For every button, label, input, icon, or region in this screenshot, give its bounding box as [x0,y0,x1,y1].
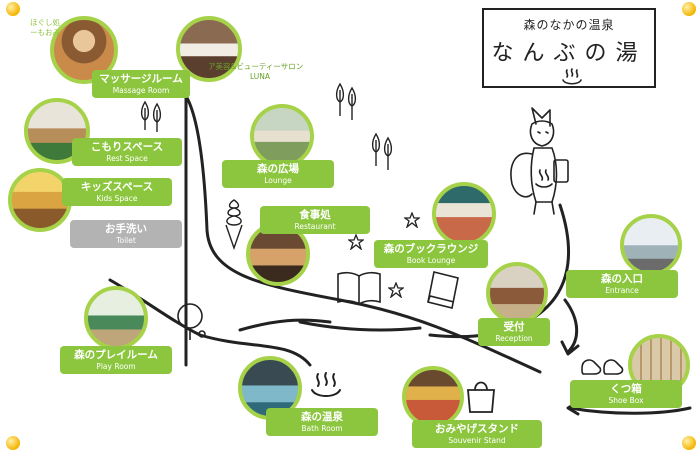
salon-line-2: LUNA [250,72,271,81]
kids-label[interactable]: キッズスペース Kids Space [62,178,172,206]
racket-icon [177,303,206,340]
shopping-bag-icon [467,381,495,413]
kids-photo[interactable] [8,168,72,232]
bath-label[interactable]: 森の温泉 Bath Room [266,408,378,436]
corner-dot [6,2,20,16]
fox-mascot-icon [510,107,569,215]
hiroba-photo[interactable] [250,104,314,168]
play-label-en: Play Room [96,362,136,371]
play-photo[interactable] [84,286,148,350]
komori-label[interactable]: こもりスペース Rest Space [72,138,182,166]
bath-label-ja: 森の温泉 [301,411,343,423]
path-middle-curve [298,320,422,332]
corner-dot [6,436,20,450]
soft-cream-icon [225,199,243,250]
hogushi-line-1: ほぐし処 [30,18,60,27]
kids-label-en: Kids Space [96,194,138,203]
play-label-ja: 森のプレイルーム [74,349,158,361]
reception-label[interactable]: 受付 Reception [478,318,550,346]
restaurant-label[interactable]: 食事処 Restaurant [260,206,370,234]
toilet-label[interactable]: お手洗い Toilet [70,220,182,248]
corner-dot [682,2,696,16]
entrance-label-en: Entrance [605,286,639,295]
reception-label-ja: 受付 [503,321,525,333]
entrance-label[interactable]: 森の入口 Entrance [566,270,678,298]
salon-annotation: ア美容&ビューティーサロン LUNA [208,62,303,82]
tree-icon [140,100,162,132]
souvenir-photo[interactable] [402,366,464,428]
star-icon [348,234,364,250]
reception-label-en: Reception [495,334,533,343]
shoebox-label-en: Shoe Box [608,396,644,405]
title-subtitle: 森のなかの温泉 [523,18,615,32]
massage-label-en: Massage Room [112,86,170,95]
shoes-icon [581,359,624,375]
restaurant-label-en: Restaurant [294,222,336,231]
souvenir-label[interactable]: おみやげスタンド Souvenir Stand [412,420,542,448]
hiroba-label-en: Lounge [264,176,292,185]
salon-line-1: ア美容&ビューティーサロン [208,62,304,71]
book-label[interactable]: 森のブックラウンジ Book Lounge [374,240,488,268]
hiroba-label-ja: 森の広場 [257,163,299,175]
toilet-label-ja: お手洗い [105,223,147,235]
tree-icon [335,82,357,120]
title-box: 森のなかの温泉 なんぶの湯 [482,8,656,88]
corner-dot [682,436,696,450]
massage-photo[interactable] [50,16,118,84]
arrow-entrance-head [560,340,580,356]
book-icon [427,271,459,309]
massage-annotation: ほぐし処 ーもおみ [30,18,60,38]
entrance-label-ja: 森の入口 [601,273,643,285]
souvenir-label-ja: おみやげスタンド [435,423,519,435]
reception-photo[interactable] [486,262,548,324]
bath-label-en: Bath Room [301,424,343,433]
onsen-icon [562,68,582,85]
book-label-en: Book Lounge [406,256,456,265]
hiroba-label[interactable]: 森の広場 Lounge [222,160,334,188]
souvenir-label-en: Souvenir Stand [448,436,506,445]
onsen-icon [311,372,341,397]
massage-label[interactable]: マッサージルーム Massage Room [92,70,190,98]
hogushi-line-2: ーもおみ [30,28,60,37]
toilet-label-en: Toilet [116,236,136,245]
title-main: なんぶの湯 [491,41,647,66]
arrow-entrance [563,298,579,354]
massage-label-ja: マッサージルーム [99,73,183,85]
restaurant-label-ja: 食事処 [299,209,331,221]
star-icon [404,212,420,228]
path-bath-line [238,318,332,332]
arrow-shoebox [568,406,692,415]
komori-label-ja: こもりスペース [90,141,164,153]
path-massage-curve [184,94,542,374]
tree-icon [371,132,393,170]
kids-label-ja: キッズスペース [80,181,154,193]
star-icon [388,282,404,298]
book-photo[interactable] [432,182,496,246]
play-label[interactable]: 森のプレイルーム Play Room [60,346,172,374]
shoebox-label-ja: くつ箱 [610,383,642,395]
shoebox-label[interactable]: くつ箱 Shoe Box [570,380,682,408]
open-book-icon [337,271,381,305]
book-label-ja: 森のブックラウンジ [383,243,479,255]
komori-label-en: Rest Space [106,154,148,163]
entrance-photo[interactable] [620,214,682,276]
